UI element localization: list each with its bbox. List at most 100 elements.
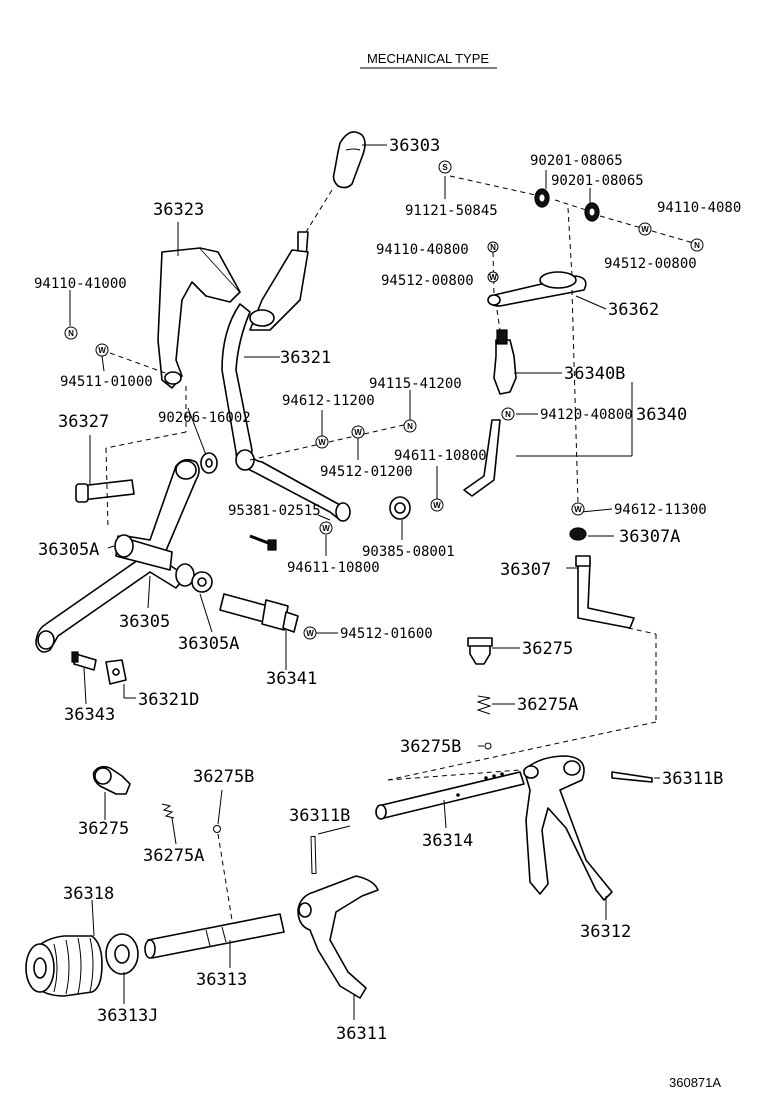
label-36313J: 36313J — [97, 1006, 158, 1026]
symbol-w-94512-00800-right: W — [638, 222, 652, 236]
label-36311B-left: 36311B — [289, 806, 350, 826]
label-36321: 36321 — [280, 348, 331, 368]
symbol-w-94612-11200: W — [315, 435, 329, 449]
fork-36312 — [523, 755, 613, 920]
spring-36275A-upper — [476, 695, 515, 715]
label-94511: 94511-01000 — [60, 374, 153, 390]
label-36275B-upper: 36275B — [400, 737, 461, 757]
label-94512-01600: 94512-01600 — [340, 626, 433, 642]
label-36303: 36303 — [389, 136, 440, 156]
symbol-w-94611-10800-left: W — [319, 521, 333, 535]
bushing-36313J — [105, 933, 139, 1004]
symbol-n-94120: N — [501, 407, 515, 421]
label-94611-10800-left: 94611-10800 — [287, 560, 380, 576]
label-36340: 36340 — [636, 405, 687, 425]
svg-text:W: W — [306, 629, 314, 638]
label-36311: 36311 — [336, 1024, 387, 1044]
label-36275-upper: 36275 — [522, 639, 573, 659]
svg-text:W: W — [354, 428, 362, 437]
symbol-w-94512-01600: W — [303, 626, 317, 640]
label-90206: 90206-16002 — [158, 410, 251, 426]
symbol-w-94512-01200: W — [351, 425, 365, 439]
label-94512-00800-right: 94512-00800 — [604, 256, 697, 272]
svg-text:W: W — [574, 505, 582, 514]
label-94110-4080: 94110-4080 — [657, 200, 741, 216]
svg-text:W: W — [489, 273, 497, 282]
label-90385: 90385-08001 — [362, 544, 455, 560]
symbol-s-91121: S — [438, 160, 452, 174]
pin-36311B-left — [310, 835, 317, 875]
plug-36275-lower — [92, 765, 131, 820]
symbol-w-94512-00800: W — [487, 271, 499, 283]
svg-text:S: S — [442, 163, 448, 172]
nut-36307A — [569, 527, 614, 541]
label-94612-11300: 94612-11300 — [614, 502, 707, 518]
svg-text:N: N — [490, 243, 496, 252]
label-36305A-left: 36305A — [38, 540, 99, 560]
bolt-95381 — [249, 534, 277, 551]
label-36307A: 36307A — [619, 527, 680, 547]
boot-36318 — [25, 899, 103, 997]
label-94110-40800: 94110-40800 — [376, 242, 469, 258]
block-36321D — [105, 659, 127, 685]
shift-knob-36303 — [332, 131, 387, 189]
symbol-w-94612-11300: W — [571, 502, 585, 516]
shaft-36341 — [219, 593, 299, 670]
symbol-w-94611-10800-right: W — [430, 498, 444, 512]
label-94612-11200: 94612-11200 — [282, 393, 375, 409]
select-lever-36305 — [35, 458, 200, 653]
part-36307 — [566, 555, 635, 629]
rod-36340 — [463, 419, 501, 497]
label-36275A-lower: 36275A — [143, 846, 204, 866]
arm-36362 — [487, 271, 607, 310]
svg-text:W: W — [322, 524, 330, 533]
label-36327: 36327 — [58, 412, 109, 432]
reference-code: 360871A — [669, 1075, 721, 1090]
label-36311B-right: 36311B — [662, 769, 723, 789]
label-36343: 36343 — [64, 705, 115, 725]
symbol-w-94511: W — [95, 343, 109, 357]
washer-90201-b — [584, 202, 600, 222]
svg-text:W: W — [641, 225, 649, 234]
symbol-n-94110-41000: N — [64, 326, 78, 340]
svg-text:W: W — [98, 346, 106, 355]
spring-36275A-lower — [161, 803, 177, 845]
label-36340B: 36340B — [564, 364, 625, 384]
shaft-36314 — [375, 771, 525, 829]
bracket-36323 — [157, 222, 241, 389]
label-94512-01200: 94512-01200 — [320, 464, 413, 480]
symbol-n-94110-4080: N — [690, 238, 704, 252]
svg-text:N: N — [407, 422, 413, 431]
svg-text:N: N — [68, 329, 74, 338]
pin-36343 — [71, 651, 97, 671]
label-36314: 36314 — [422, 831, 473, 851]
label-90201-b: 90201-08065 — [551, 173, 644, 189]
label-36313: 36313 — [196, 970, 247, 990]
label-36305A-right: 36305A — [178, 634, 239, 654]
svg-text:W: W — [433, 501, 441, 510]
svg-text:W: W — [318, 438, 326, 447]
label-91121: 91121-50845 — [405, 203, 498, 219]
shift-lever-36321 — [221, 231, 351, 522]
label-36362: 36362 — [608, 300, 659, 320]
ball-36275B-lower — [213, 789, 223, 833]
label-90201-a: 90201-08065 — [530, 153, 623, 169]
plug-36275-upper — [467, 637, 520, 665]
shaft-36313 — [144, 913, 285, 968]
washer-90201-a — [534, 188, 550, 208]
label-36318: 36318 — [63, 884, 114, 904]
rod-36340B — [493, 329, 562, 395]
label-94611-10800-right: 94611-10800 — [394, 448, 487, 464]
svg-text:N: N — [694, 241, 700, 250]
fork-36311 — [297, 875, 379, 1020]
label-94120: 94120-40800 — [540, 407, 633, 423]
label-36312: 36312 — [580, 922, 631, 942]
pin-36327 — [75, 435, 135, 503]
label-36321D: 36321D — [138, 690, 199, 710]
label-36323: 36323 — [153, 200, 204, 220]
washer-90206-16002 — [200, 452, 218, 474]
label-94512-00800: 94512-00800 — [381, 273, 474, 289]
label-36275B-lower: 36275B — [193, 767, 254, 787]
symbol-n-94115: N — [403, 419, 417, 433]
